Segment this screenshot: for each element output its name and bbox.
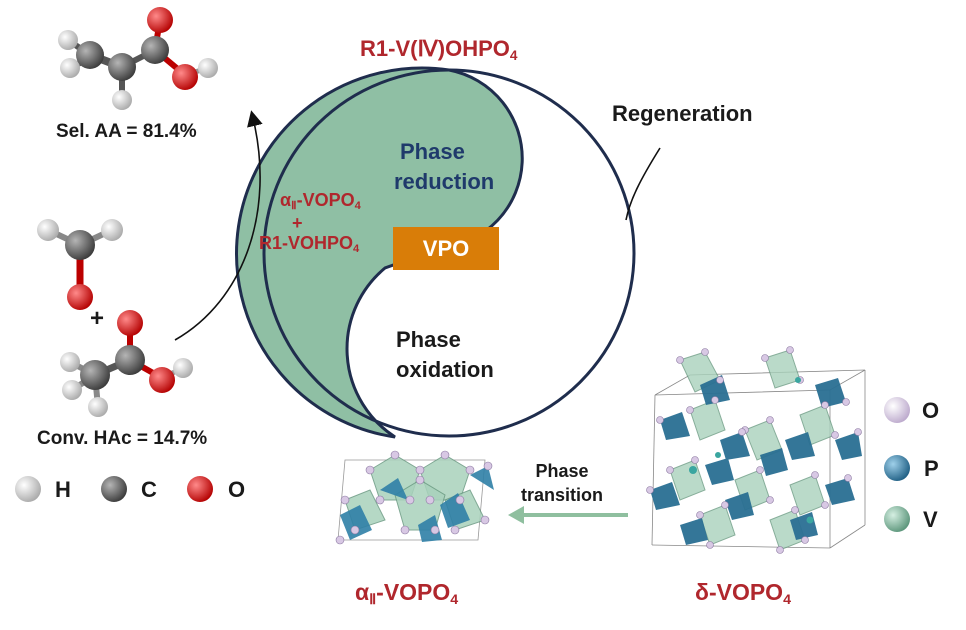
- mix-alpha: α: [280, 190, 292, 210]
- top-title-pre: R1-V(: [360, 36, 418, 61]
- alpha-name-sub4: 4: [450, 591, 459, 608]
- delta-name-sub: 4: [783, 591, 792, 608]
- atom-legend-right-balls: [884, 397, 910, 532]
- delta-vopo4-structure: [646, 346, 866, 554]
- legend-o-crystal-label: O: [922, 398, 940, 423]
- formaldehyde-molecule: [37, 219, 123, 310]
- phase-transition-line1: Phase: [535, 461, 589, 481]
- phase-reduction-label: Phase reduction: [394, 137, 494, 197]
- phase-transition-label: Phase transition: [521, 459, 603, 507]
- legend-c-ball: [101, 476, 127, 502]
- legend-o-label: O: [228, 477, 246, 502]
- cycle-outer-ellipse: [262, 68, 636, 438]
- top-title-sub: 4: [509, 47, 518, 63]
- acetic-acid-molecule: [60, 310, 193, 417]
- alpha-name-alpha: α: [355, 579, 370, 605]
- acrylic-acid-molecule: [58, 7, 218, 110]
- top-title: R1-V(Ⅳ)OHPO4: [360, 36, 517, 63]
- mixture-alpha-label: αⅡ-VOPO4: [280, 190, 361, 212]
- phase-reduction-line2: reduction: [394, 169, 495, 194]
- legend-h-label: H: [55, 477, 71, 502]
- mix-vopo: -VOPO: [296, 190, 355, 210]
- mix-r1-sub: 4: [353, 243, 360, 256]
- regeneration-arrow: [625, 147, 661, 221]
- reactants-plus: +: [90, 305, 105, 332]
- top-title-roman: Ⅳ: [417, 36, 438, 61]
- reaction-arrow: [174, 110, 263, 341]
- legend-o-ball: [187, 476, 213, 502]
- phase-transition-arrow: [508, 506, 628, 524]
- conversion-label: Conv. HAc = 14.7%: [37, 428, 208, 449]
- legend-p-ball: [884, 455, 910, 481]
- legend-v-ball: [884, 506, 910, 532]
- delta-vopo4-name: δ-VOPO4: [695, 579, 791, 608]
- mix-alpha-sub: Ⅱ: [291, 200, 297, 213]
- phase-reduction-line1: Phase: [400, 139, 465, 164]
- mixture-plus: +: [292, 213, 303, 233]
- legend-h-ball: [15, 476, 41, 502]
- alpha-name-rest: -VOPO: [376, 579, 451, 605]
- phase-oxidation-line1: Phase: [396, 327, 461, 352]
- alpha-vopo4-structure: [335, 450, 494, 545]
- atom-legend-left-balls: [15, 476, 213, 502]
- top-title-post: )OHPO: [437, 36, 510, 61]
- mix-vopo-sub: 4: [354, 200, 361, 213]
- phase-transition-line2: transition: [521, 485, 604, 505]
- yin-yang-cycle: [235, 66, 636, 439]
- alpha-name-sub: Ⅱ: [369, 591, 377, 608]
- delta-name: δ-VOPO: [695, 579, 784, 605]
- alpha-vopo4-name: αⅡ-VOPO4: [355, 579, 458, 608]
- legend-o-crystal-ball: [884, 397, 910, 423]
- legend-c-label: C: [141, 477, 157, 502]
- mixture-r1-label: R1-VOHPO4: [259, 233, 359, 255]
- phase-oxidation-line2: oxidation: [396, 357, 494, 382]
- vpo-box: VPO: [393, 227, 499, 270]
- phase-oxidation-label: Phase oxidation: [396, 325, 494, 385]
- regeneration-label: Regeneration: [612, 101, 753, 126]
- mix-r1: R1-VOHPO: [259, 233, 354, 253]
- selectivity-label: Sel. AA = 81.4%: [56, 121, 197, 142]
- legend-p-label: P: [924, 456, 939, 481]
- legend-v-label: V: [923, 507, 938, 532]
